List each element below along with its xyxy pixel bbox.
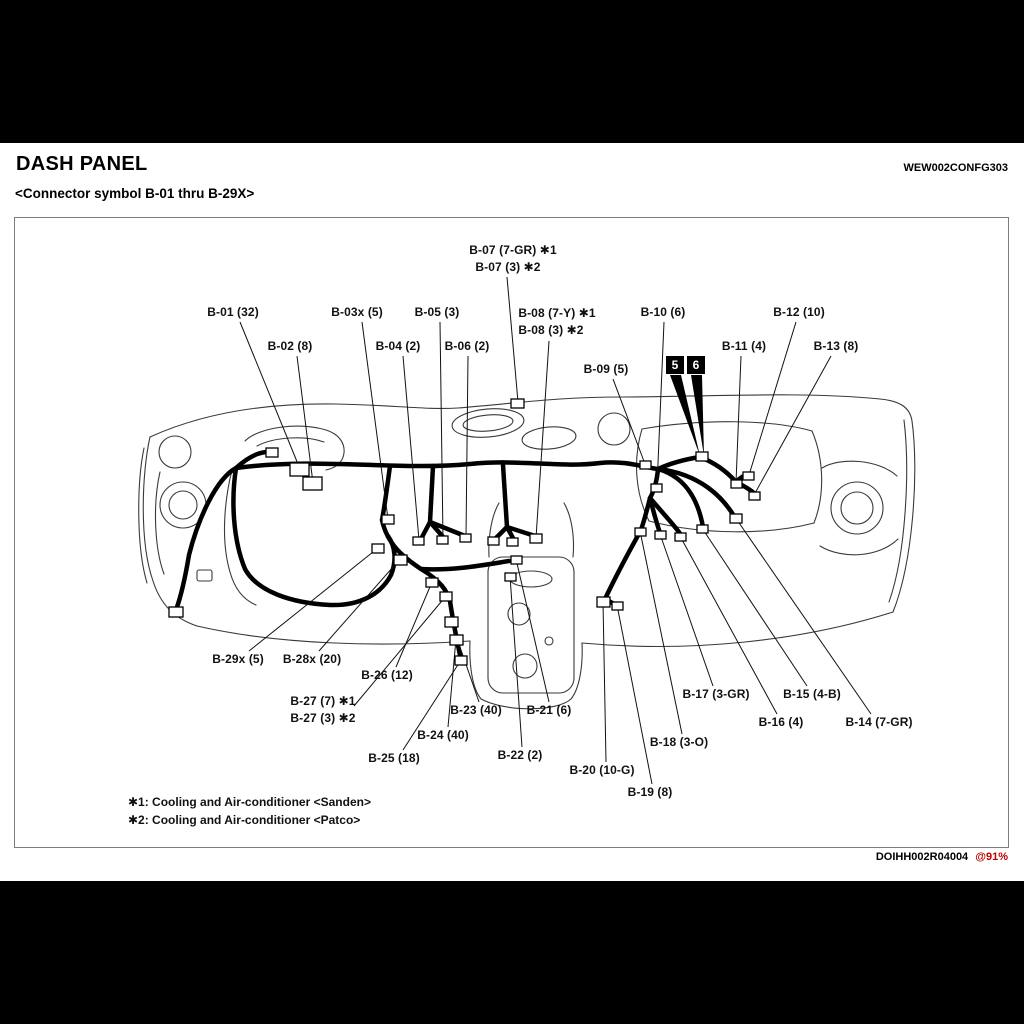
callout-box-6: 6 <box>687 356 705 374</box>
footer: DOIHH002R04004 @91% <box>876 851 1008 863</box>
footnote-2: ✱2: Cooling and Air-conditioner <Patco> <box>128 813 361 827</box>
footer-code: DOIHH002R04004 <box>875 851 969 863</box>
footer-zoom-level: @91% <box>975 851 1008 863</box>
diagram-frame <box>14 217 1009 848</box>
footnote-1: ✱1: Cooling and Air-conditioner <Sanden> <box>128 795 371 809</box>
footnotes: ✱1: Cooling and Air-conditioner <Sanden>… <box>128 793 371 829</box>
subtitle: <Connector symbol B-01 thru B-29X> <box>15 186 255 201</box>
page-title: DASH PANEL <box>16 153 148 175</box>
callout-6-number: 6 <box>692 358 700 372</box>
callout-5-number: 5 <box>671 358 679 372</box>
callout-box-5: 5 <box>666 356 684 374</box>
doc-code: WEW002CONFG303 <box>903 162 1008 174</box>
